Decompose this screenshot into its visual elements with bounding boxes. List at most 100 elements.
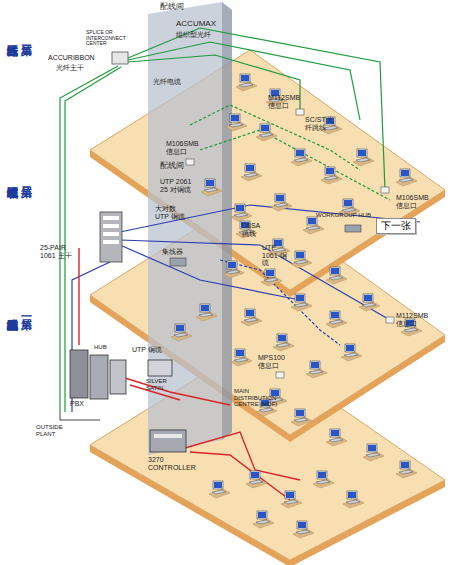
callout-label: WORKGROUP HUB — [316, 212, 371, 219]
callout-label: ACCUMAX — [176, 20, 216, 29]
callout-label: M106SMB 信息口 — [396, 194, 430, 209]
callout-label: 光纤主干 — [56, 64, 84, 72]
computer — [281, 491, 302, 508]
info-outlet — [386, 317, 394, 323]
computer — [291, 251, 312, 268]
computer — [223, 261, 244, 278]
copper-cable — [120, 240, 390, 320]
callout-label: M106SMB 信息口 — [166, 140, 200, 155]
copper-cable — [220, 260, 340, 345]
next-button: 下一张 — [376, 218, 416, 234]
computer — [241, 309, 262, 326]
fiber-cable — [128, 42, 360, 120]
copper-cable — [125, 378, 230, 405]
callout-label: PBX — [70, 400, 84, 408]
computer — [293, 521, 314, 538]
computer — [326, 267, 347, 284]
computer — [313, 471, 334, 488]
callout-label: UTP 2061 25 对铜缆 — [160, 178, 200, 193]
copper-cable — [78, 248, 79, 345]
splice-box — [112, 52, 128, 64]
button-text: 下一张 — [377, 219, 415, 233]
callout-label: 配线间 — [160, 162, 184, 171]
computer — [241, 164, 262, 181]
rack-panel — [103, 232, 119, 236]
pbx-cabinet — [70, 350, 88, 398]
computer — [231, 204, 252, 221]
computer — [291, 409, 312, 426]
callout-label: UTP 铜缆 — [132, 346, 162, 354]
info-outlet — [186, 159, 194, 165]
fiber-cable — [128, 28, 385, 190]
computer — [201, 179, 222, 196]
callout-label: ACCURIBBON — [48, 54, 95, 62]
computer — [253, 511, 274, 528]
callout-label: SC/ST 光纤跳线 — [305, 116, 339, 131]
callout-label: HUB — [94, 344, 107, 351]
computer — [246, 471, 267, 488]
computer — [343, 491, 364, 508]
computer-group — [201, 74, 417, 256]
rack-panel — [103, 240, 119, 244]
fiber-cable — [200, 130, 390, 200]
controller-box — [150, 430, 186, 452]
computer — [273, 334, 294, 351]
info-outlet — [276, 372, 284, 378]
computer — [291, 149, 312, 166]
computer — [291, 294, 312, 311]
computer — [363, 444, 384, 461]
callout-label: OUTSIDE PLANT — [36, 424, 76, 437]
equipment-rack — [90, 355, 108, 399]
callout-label: 集线器 — [162, 248, 183, 256]
computer — [396, 169, 417, 186]
computer-group — [171, 221, 422, 406]
fiber-cable — [60, 28, 390, 412]
outside-line — [60, 412, 100, 420]
equipment-rack — [100, 212, 122, 262]
computer — [261, 269, 282, 286]
callout-label: M112SMB 信息口 — [268, 94, 302, 109]
info-outlet — [296, 109, 304, 115]
hub-box — [170, 258, 186, 266]
riser-wall — [222, 2, 232, 440]
computer — [326, 429, 347, 446]
callout-label: 组织型光纤 — [176, 31, 211, 39]
computer — [359, 294, 380, 311]
floor-plate — [90, 50, 445, 290]
callout-label: D8SA 跳线 — [242, 222, 268, 237]
info-outlet — [381, 187, 389, 193]
callout-label: 光纤电缆 — [153, 78, 181, 86]
copper-cable — [185, 432, 300, 480]
callout-label: SPLICE OR INTERCONNECT CENTER — [86, 30, 134, 47]
callout-label: SILVER SATIN — [146, 378, 180, 391]
computer — [226, 114, 247, 131]
callout-label: UTP 1061 铜缆 — [262, 244, 292, 267]
callout-label: MPS100 信息口 — [258, 354, 292, 369]
computer — [171, 324, 192, 341]
callout-label: 25-PAIR 1061 主干 — [40, 244, 78, 259]
computer — [341, 344, 362, 361]
computer — [209, 481, 230, 498]
computer — [256, 124, 277, 141]
workgroup-hub — [345, 225, 361, 232]
computer — [236, 74, 257, 91]
computer — [306, 361, 327, 378]
callout-label: 配线间 — [160, 3, 184, 12]
computer — [196, 304, 217, 321]
copper-cable — [190, 452, 290, 500]
computer — [321, 167, 342, 184]
computer — [231, 349, 252, 366]
computer — [303, 217, 324, 234]
computer — [326, 311, 347, 328]
controller-panel — [154, 434, 182, 438]
equipment-rack — [110, 360, 126, 394]
computer-group — [209, 399, 417, 538]
callout-label: 3270 CONTROLLER — [148, 456, 194, 471]
callout-label: M112SMB 信息口 — [396, 312, 430, 327]
copper-cable — [120, 245, 300, 300]
rack-panel — [103, 216, 119, 220]
callout-label: 大对数 UTP 铜缆 — [155, 205, 187, 220]
computer — [271, 194, 292, 211]
computer — [353, 149, 374, 166]
callout-label: MAIN DISTRIBUTION CENTRE (MDF) — [234, 388, 278, 408]
